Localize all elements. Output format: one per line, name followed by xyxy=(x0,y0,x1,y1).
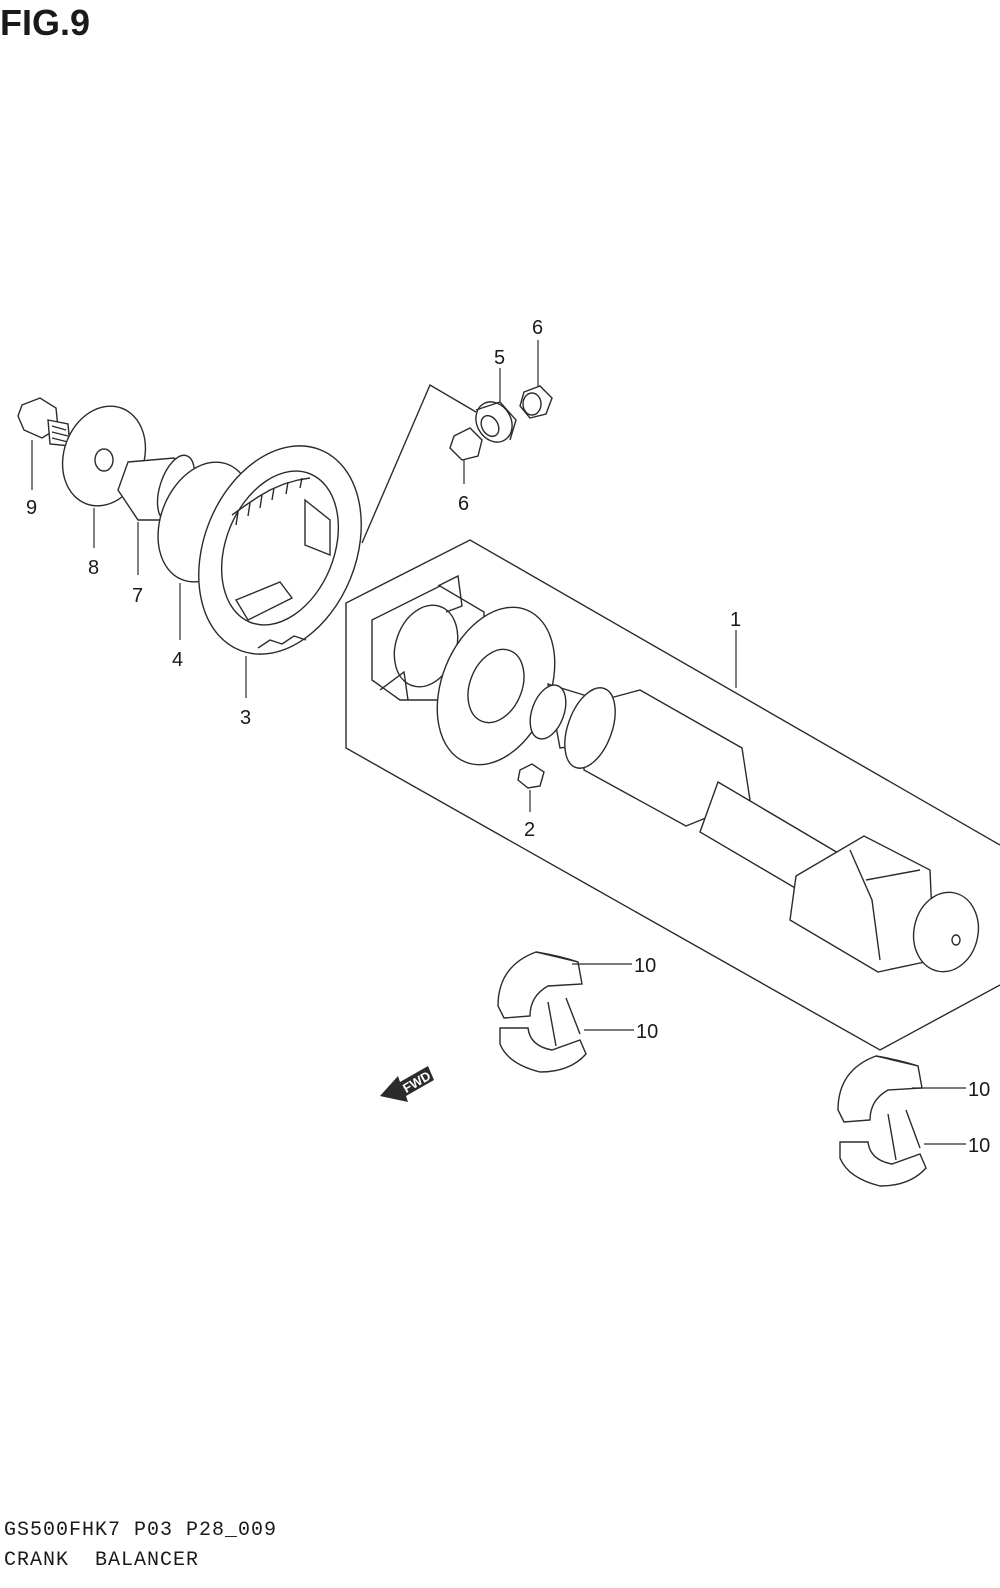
figure-title: FIG.9 xyxy=(0,2,91,43)
callout-4: 4 xyxy=(172,649,183,671)
bearing-shell-part-10-d xyxy=(839,1109,927,1187)
assembly-frame xyxy=(345,539,1000,1051)
callout-2: 2 xyxy=(524,819,535,841)
fwd-arrow-icon: FWD xyxy=(380,1066,434,1102)
bearing-shell-part-10-c xyxy=(837,1055,923,1123)
damper-part-5 xyxy=(475,401,517,443)
gear-part-3 xyxy=(198,445,362,655)
bearing-shell-part-10-b xyxy=(499,997,587,1073)
bolt-part-9 xyxy=(17,397,71,447)
callout-1: 1 xyxy=(730,609,741,631)
callout-10-a: 10 xyxy=(634,955,656,977)
callout-9: 9 xyxy=(26,497,37,519)
callout-8: 8 xyxy=(88,557,99,579)
bearing-shell-part-10-a xyxy=(497,951,583,1019)
callout-6-upper: 6 xyxy=(532,317,543,339)
model-code: GS500FHK7 P03 P28_009 xyxy=(4,1519,278,1542)
callout-10-d: 10 xyxy=(968,1135,990,1157)
callout-3: 3 xyxy=(240,707,251,729)
callout-6-lower: 6 xyxy=(458,493,469,515)
cap-part-6-lower xyxy=(449,427,483,461)
callout-10-c: 10 xyxy=(968,1079,990,1101)
balancer-shaft-part-1 xyxy=(529,682,980,973)
callout-10-b: 10 xyxy=(636,1021,658,1043)
section-name: CRANK BALANCER xyxy=(4,1549,200,1572)
callout-7: 7 xyxy=(132,585,143,607)
assembly-reference-line xyxy=(361,383,477,544)
cap-part-6-upper xyxy=(519,385,553,419)
callout-5: 5 xyxy=(494,347,505,369)
key-part-2 xyxy=(517,763,545,789)
